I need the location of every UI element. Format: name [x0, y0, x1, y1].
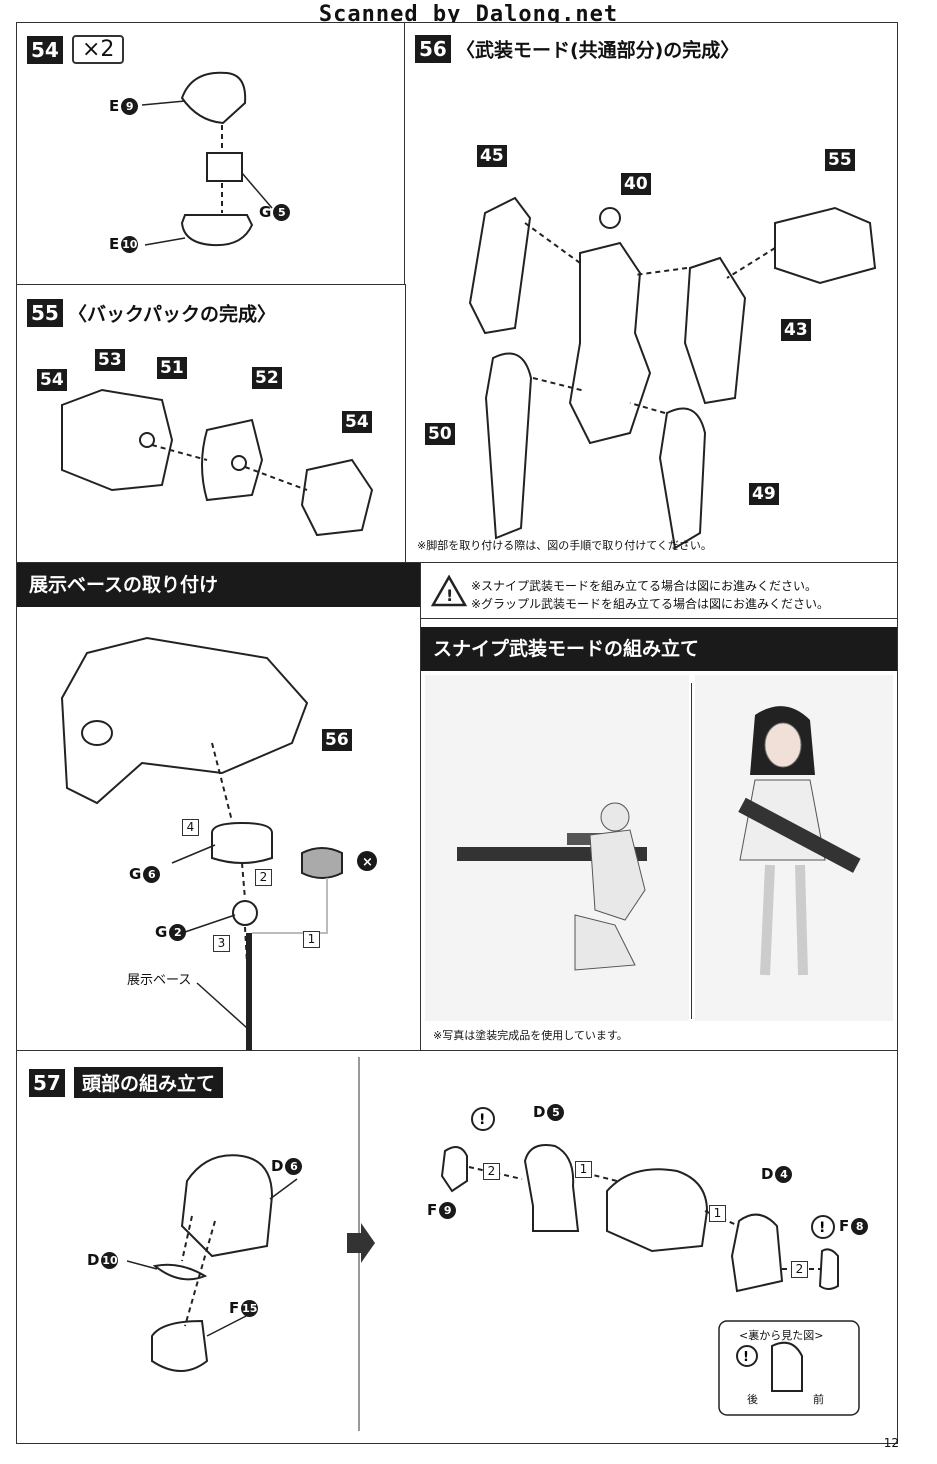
section-heading: スナイプ武装モードの組み立て — [421, 627, 897, 671]
part-tag: 55 — [825, 149, 855, 171]
step-57-diagram: ! ! ! — [126, 1057, 860, 1431]
part-tag: 40 — [621, 173, 651, 195]
part-tag: 54 — [342, 411, 372, 433]
inset-front-label: 前 — [813, 1393, 824, 1406]
step-54-diagram — [141, 71, 273, 247]
inset-title: <裏から見た図> — [739, 1329, 824, 1342]
snipe-panel: スナイプ武装モードの組み立て ※写真は塗装完成品を使用しています。 — [420, 618, 898, 1052]
part-tag: 51 — [157, 357, 187, 379]
photo-note: ※写真は塗装完成品を使用しています。 — [433, 1029, 628, 1042]
svg-text:!: ! — [743, 1350, 749, 1365]
base-label: 展示ベース — [127, 973, 192, 988]
step-order-box: 1 — [709, 1205, 726, 1222]
step-number: 54 — [27, 35, 63, 64]
photo-divider — [691, 683, 692, 1019]
step-56-diagram — [468, 196, 877, 550]
step-title: 頭部の組み立て — [73, 1067, 223, 1098]
step-number: 55 — [27, 299, 63, 327]
step-55-diagram — [61, 388, 374, 537]
warning-panel: ! ※スナイプ武装モードを組み立てる場合は図にお進みください。 ※グラップル武装… — [420, 562, 898, 620]
photo-standing — [695, 675, 893, 1021]
warning-line: ※グラップル武装モードを組み立てる場合は図にお進みください。 — [471, 597, 830, 611]
step-order-box: 2 — [255, 869, 272, 886]
step-title: 〈武装モード(共通部分)の完成〉 — [455, 39, 740, 62]
part-tag: 52 — [252, 367, 282, 389]
base-diagram: × — [60, 636, 377, 1051]
warning-icon: ! — [431, 574, 468, 607]
part-tag: 56 — [322, 729, 352, 751]
part-tag: 43 — [781, 319, 811, 341]
step-order-box: 2 — [791, 1261, 808, 1278]
part-tag: 49 — [749, 483, 779, 505]
step-title: 〈バックパックの完成〉 — [67, 303, 276, 326]
part-tag: 53 — [95, 349, 125, 371]
part-tag: 54 — [37, 369, 67, 391]
step-order-box: 1 — [303, 931, 320, 948]
step-number: 57 — [29, 1068, 65, 1097]
svg-text:×: × — [362, 855, 373, 870]
section-heading: 展示ベースの取り付け — [17, 563, 421, 607]
svg-text:!: ! — [819, 1220, 825, 1236]
multiplier-box: ×2 — [71, 35, 125, 64]
svg-text:!: ! — [446, 586, 453, 605]
step-order-box: 4 — [182, 819, 199, 836]
photo-kneeling — [425, 675, 689, 1021]
step-55-panel: 55 〈バックパックの完成〉 54 53 51 52 54 — [16, 284, 406, 564]
part-tag: 45 — [477, 145, 507, 167]
step-order-box: 1 — [575, 1161, 592, 1178]
warning-line: ※スナイプ武装モードを組み立てる場合は図にお進みください。 — [471, 579, 818, 593]
step-number: 56 — [415, 35, 451, 63]
step-order-box: 3 — [213, 935, 230, 952]
svg-text:!: ! — [479, 1112, 485, 1128]
step-56-note: ※脚部を取り付ける際は、図の手順で取り付けてください。 — [417, 539, 712, 552]
inset-back-label: 後 — [747, 1393, 758, 1406]
part-tag: 50 — [425, 423, 455, 445]
page-number: 12 — [883, 1436, 899, 1450]
step-56-panel: 56 〈武装モード(共通部分)の完成〉 45 40 55 43 50 49 ※脚… — [404, 22, 898, 564]
step-order-box: 2 — [483, 1163, 500, 1180]
